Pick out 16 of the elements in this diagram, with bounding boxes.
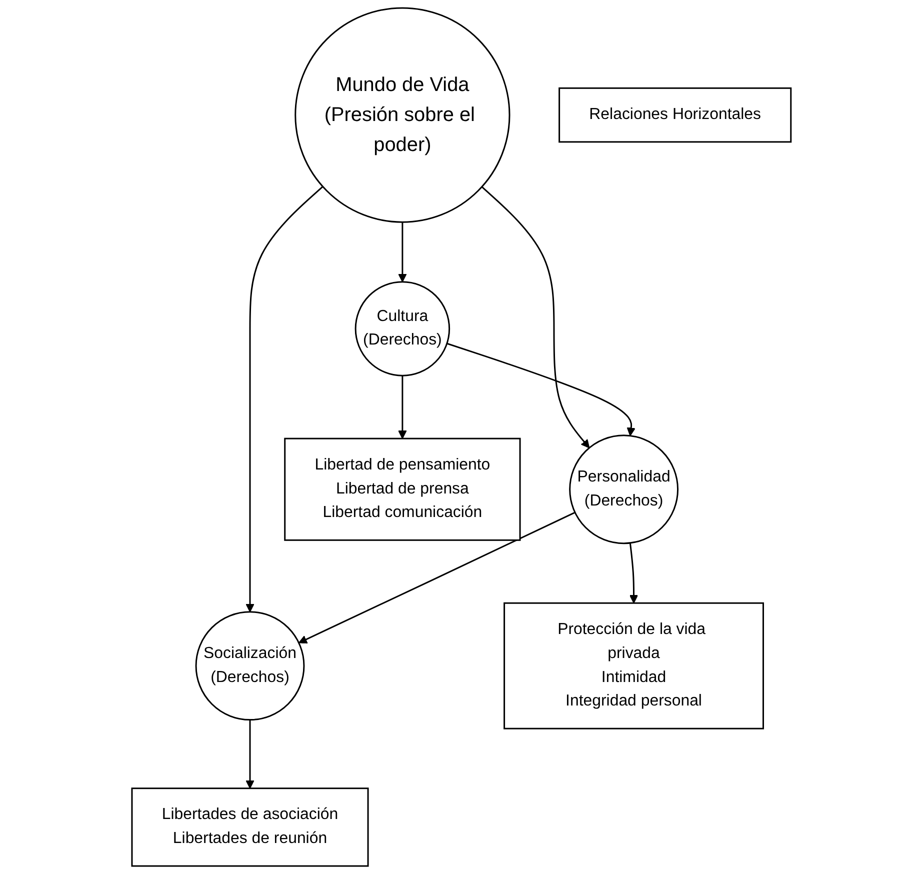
arrow: [246, 720, 254, 789]
node-box: Libertad de pensamiento Libertad de prensa Libertad comunicación: [284, 438, 521, 541]
node-box: Libertades de asociación Libertades de reunión: [131, 788, 369, 867]
node-circle: Socialización (Derechos): [195, 611, 305, 721]
arrow: [398, 376, 407, 439]
node-box: Protección de la vida privada Intimidad Integridad personal: [504, 602, 764, 730]
node-box: Relaciones Horizontales: [558, 87, 792, 143]
node-circle: Mundo de Vida (Presión sobre el poder): [294, 7, 510, 223]
arrow: [398, 222, 407, 282]
node-circle: Personalidad (Derechos): [569, 434, 679, 544]
arrow: [446, 342, 636, 436]
arrow: [246, 186, 324, 612]
node-circle: Cultura (Derechos): [354, 281, 450, 376]
arrow: [481, 186, 590, 448]
arrow: [629, 542, 638, 604]
arrow: [298, 512, 576, 644]
